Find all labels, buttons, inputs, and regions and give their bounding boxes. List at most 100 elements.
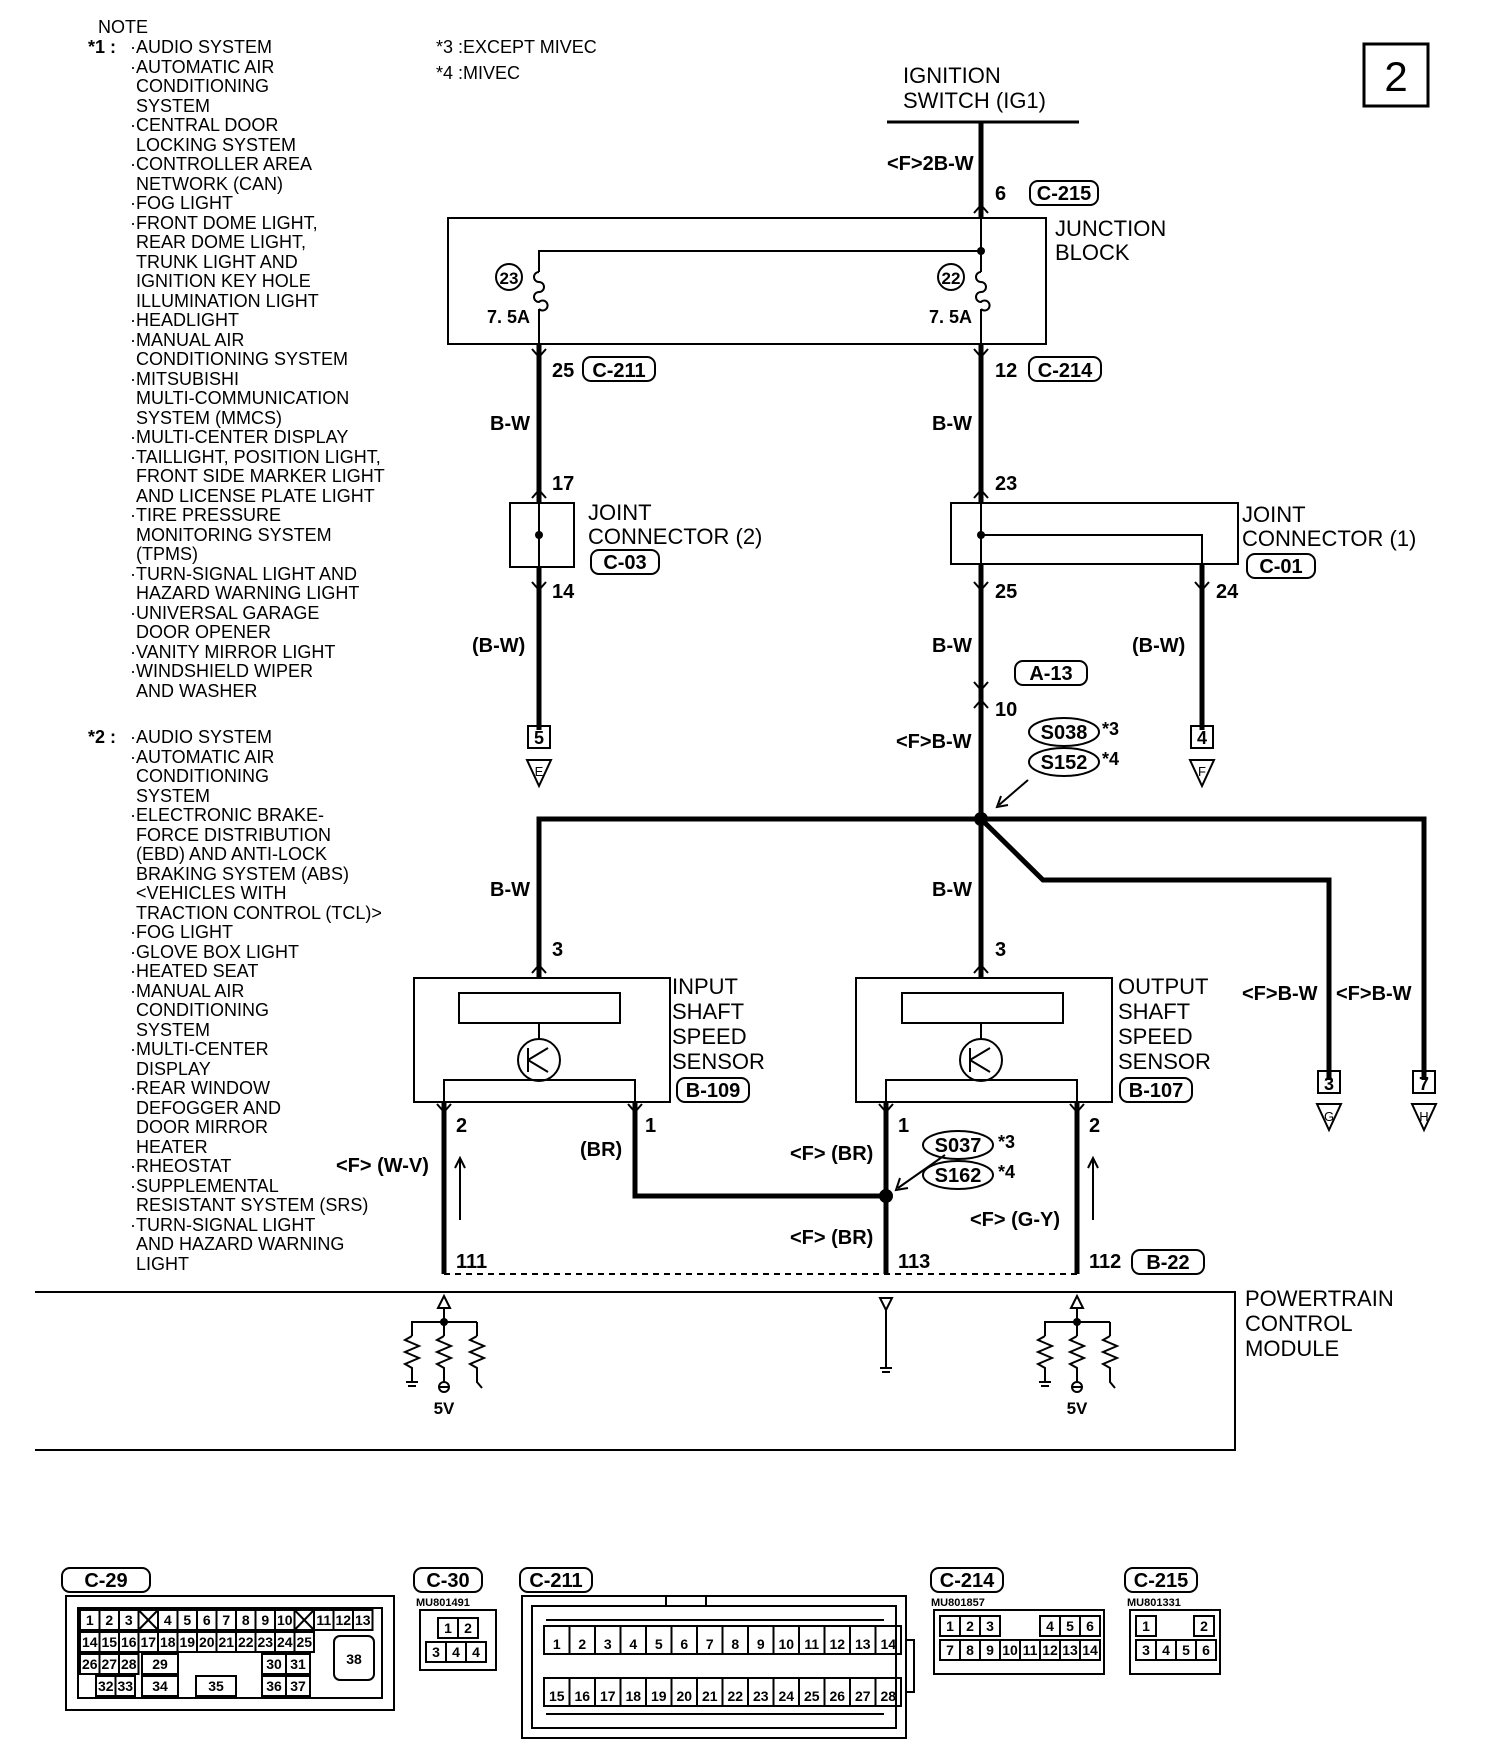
svg-text:B-W: B-W — [490, 879, 530, 901]
note-line: RESISTANT SYSTEM (SRS) — [136, 1195, 369, 1215]
svg-text:(B-W): (B-W) — [1132, 635, 1185, 657]
note-line: ·UNIVERSAL GARAGE — [130, 602, 320, 623]
note-line: DOOR MIRROR — [136, 1117, 268, 1137]
svg-text:C-29: C-29 — [84, 1570, 127, 1592]
pcm-frame — [35, 1291, 1236, 1451]
pin-label: 18 — [625, 1688, 641, 1704]
pin-label: 21 — [218, 1634, 234, 1650]
pin-label: 14 — [1082, 1642, 1098, 1658]
note-line: ·FOG LIGHT — [130, 193, 233, 213]
svg-text:C-03: C-03 — [603, 552, 646, 574]
connector-c214 — [933, 1609, 1105, 1675]
svg-text:B-W: B-W — [490, 413, 530, 435]
note-line: ILLUMINATION LIGHT — [136, 290, 319, 311]
pin-label: 12 — [829, 1636, 845, 1652]
note-line: ·TURN-SIGNAL LIGHT AND — [130, 563, 358, 584]
svg-text:113: 113 — [898, 1251, 930, 1273]
svg-text:MU801331: MU801331 — [1127, 1597, 1181, 1609]
pin-label: 24 — [778, 1688, 794, 1704]
pin-label: 7 — [946, 1642, 954, 1658]
note-line: DOOR OPENER — [136, 622, 272, 642]
svg-text:C-211: C-211 — [529, 1570, 582, 1592]
pcm-label: POWERTRAIN — [1245, 1286, 1394, 1311]
connector-c215 — [1129, 1609, 1221, 1675]
pin-label: 5 — [1182, 1642, 1190, 1658]
pin-label: 12 — [1042, 1642, 1058, 1658]
svg-text:6: 6 — [995, 183, 1006, 205]
pin-label: 7 — [222, 1612, 230, 1628]
connector-c30 — [419, 1609, 497, 1671]
pin-label: 9 — [757, 1636, 765, 1652]
pin-label: 33 — [117, 1678, 133, 1694]
note-line: ·RHEOSTAT — [130, 1156, 232, 1176]
svg-text:C-30: C-30 — [426, 1570, 469, 1592]
svg-text:S152: S152 — [1041, 752, 1088, 774]
pin-label: 23 — [753, 1688, 769, 1704]
svg-text:1: 1 — [898, 1115, 909, 1137]
note-line: DISPLAY — [136, 1058, 211, 1079]
svg-text:7. 5A: 7. 5A — [487, 307, 530, 327]
svg-text:4: 4 — [472, 1644, 480, 1660]
output-shaft-speed-sensor-label: OUTPUT — [1118, 974, 1208, 999]
svg-text:<F>B-W: <F>B-W — [1242, 983, 1318, 1005]
svg-text:C-214: C-214 — [1038, 360, 1093, 382]
svg-text:B-22: B-22 — [1146, 1252, 1189, 1274]
note-line: CONDITIONING — [136, 76, 269, 96]
svg-text:2: 2 — [456, 1115, 467, 1137]
svg-text:B-107: B-107 — [1129, 1080, 1183, 1102]
svg-text:SHAFT: SHAFT — [672, 999, 744, 1024]
pin-label: 26 — [82, 1656, 98, 1672]
note-line: MULTI-COMMUNICATION — [136, 388, 350, 408]
pin-label: 6 — [203, 1612, 211, 1628]
pin-label: 20 — [199, 1634, 215, 1650]
svg-text:C-214: C-214 — [940, 1570, 995, 1592]
pin-label: 31 — [290, 1656, 306, 1672]
pin-label: 10 — [277, 1612, 293, 1628]
note-line: AND HAZARD WARNING — [136, 1234, 345, 1254]
note-line: ·CONTROLLER AREA — [130, 154, 313, 174]
svg-text:111: 111 — [456, 1251, 487, 1273]
pin-label: 20 — [676, 1688, 692, 1704]
note-line: TRUNK LIGHT AND — [136, 251, 298, 272]
note-line: IGNITION KEY HOLE — [136, 271, 311, 291]
svg-text:F: F — [1198, 764, 1206, 779]
pin-label: 4 — [164, 1612, 172, 1628]
svg-text:G: G — [1324, 1109, 1334, 1124]
pin-label: 10 — [778, 1636, 794, 1652]
svg-text:25: 25 — [995, 581, 1017, 603]
input-shaft-speed-sensor-label: INPUT — [672, 974, 738, 999]
pin-label: 16 — [121, 1634, 137, 1650]
svg-text:S162: S162 — [935, 1165, 982, 1187]
pin-label: 3 — [986, 1618, 994, 1634]
note-line: ·AUTOMATIC AIR — [130, 56, 275, 77]
pin-label: 7 — [706, 1636, 714, 1652]
svg-text:SENSOR: SENSOR — [672, 1049, 765, 1074]
pin-label: 5 — [1066, 1618, 1074, 1634]
pin-label: 11 — [804, 1636, 819, 1652]
svg-text:12: 12 — [995, 360, 1017, 382]
svg-text:*3: *3 — [998, 1132, 1015, 1152]
note-line: TRACTION CONTROL (TCL)> — [136, 902, 382, 923]
note-line: AND LICENSE PLATE LIGHT — [136, 485, 375, 506]
pin-label: 11 — [1023, 1642, 1038, 1658]
note-line: BRAKING SYSTEM (ABS) — [136, 863, 350, 884]
svg-text:22: 22 — [942, 269, 961, 288]
svg-text:MU801857: MU801857 — [931, 1597, 985, 1609]
svg-text:7: 7 — [1419, 1074, 1429, 1094]
svg-text:3: 3 — [1324, 1074, 1334, 1094]
pin-label: 2 — [578, 1636, 586, 1652]
pin-label: 3 — [604, 1636, 612, 1652]
svg-text:SPEED: SPEED — [672, 1024, 747, 1049]
junction-block-label: JUNCTION — [1055, 216, 1166, 241]
joint-connector-2 — [509, 502, 575, 568]
svg-text:BLOCK: BLOCK — [1055, 240, 1130, 265]
pin-label: 5 — [183, 1612, 191, 1628]
pin-label: 27 — [855, 1688, 871, 1704]
svg-text:*4: *4 — [998, 1162, 1015, 1182]
svg-text:*4: *4 — [1102, 749, 1119, 769]
pin-label: 25 — [296, 1634, 312, 1650]
note-line: ·AUDIO SYSTEM — [130, 37, 273, 57]
note-line: ·HEADLIGHT — [130, 310, 240, 330]
note-line: ·ELECTRONIC BRAKE- — [130, 805, 325, 825]
